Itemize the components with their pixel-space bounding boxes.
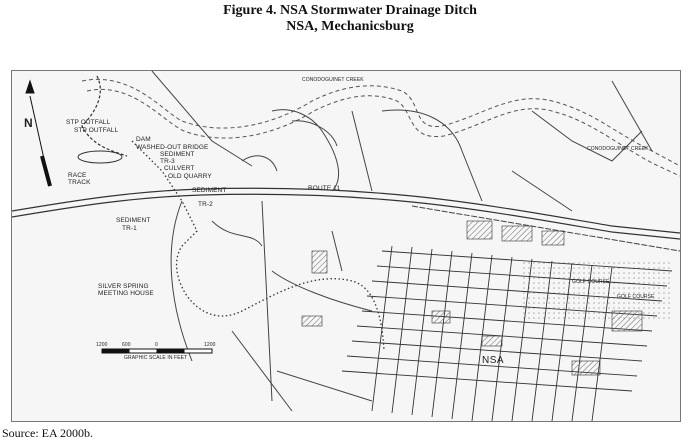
label-silver-spring: SILVER SPRING MEETING HOUSE [98, 283, 154, 297]
label-route-11: ROUTE 11 [308, 185, 341, 192]
railroad [411, 205, 680, 252]
buildings [301, 220, 643, 376]
label-sediment-2: SEDIMENT [192, 187, 227, 194]
label-old-quarry: OLD QUARRY [168, 173, 212, 180]
drainage-map: STP OUTFALL STP OUTFALL DAM WASHED-OUT B… [11, 70, 681, 422]
scale-caption: GRAPHIC SCALE IN FEET [124, 355, 188, 361]
label-tr2: TR-2 [198, 201, 213, 208]
stp-stream [81, 75, 128, 157]
label-dam: DAM [136, 136, 151, 143]
figure-title: Figure 4. NSA Stormwater Drainage Ditch [223, 3, 477, 18]
scale-tick-0: 1200 [96, 342, 108, 348]
race-track [77, 150, 123, 164]
scale-bar [101, 348, 213, 354]
north-label: N [24, 116, 33, 130]
label-stp-outfall-1: STP OUTFALL [66, 119, 111, 126]
label-golf-course-2: GOLF COURSE [617, 294, 655, 300]
scale-tick-3: 1200 [204, 342, 216, 348]
label-culvert: CULVERT [164, 165, 195, 172]
conodoguinet-creek [81, 78, 680, 177]
label-sediment-3: SEDIMENT [116, 217, 151, 224]
label-nsa: NSA [482, 355, 505, 366]
lower-roads [170, 200, 373, 412]
label-sediment-1: SEDIMENT [160, 151, 195, 158]
label-creek-1: CONODOGUINET CREEK [302, 77, 364, 83]
label-race-track: RACE TRACK [68, 172, 91, 186]
golf-course-area [522, 261, 672, 321]
north-arrow-icon [25, 79, 52, 187]
upper-roads [151, 71, 653, 212]
label-golf-course-1: GOLF COURSE [572, 279, 610, 285]
label-creek-2: CONODOGUINET CREEK [587, 146, 649, 152]
label-tr1: TR-1 [122, 225, 137, 232]
source-note: Source: EA 2000b. [2, 426, 93, 440]
label-washed-out-bridge: WASHED-OUT BRIDGE [136, 144, 209, 151]
map-drawing [12, 71, 680, 421]
route-11 [12, 187, 680, 240]
label-stp-outfall-2: STP OUTFALL [74, 127, 119, 134]
scale-tick-1: 600 [122, 342, 131, 348]
label-tr3: TR-3 [160, 158, 175, 165]
figure-subtitle: NSA, Mechanicsburg [286, 19, 414, 34]
drainage-ditch [131, 140, 385, 352]
scale-tick-2: 0 [155, 342, 158, 348]
